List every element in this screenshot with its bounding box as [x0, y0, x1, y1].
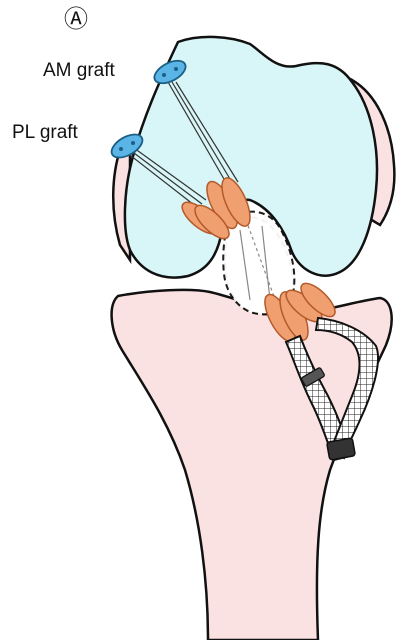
- panel-letter: Ⓐ: [64, 8, 88, 32]
- pl-graft-label: PL graft: [12, 123, 78, 142]
- mesh-tail-clamp: [327, 438, 356, 460]
- am-graft-label: AM graft: [43, 61, 115, 80]
- tibia: [112, 290, 392, 640]
